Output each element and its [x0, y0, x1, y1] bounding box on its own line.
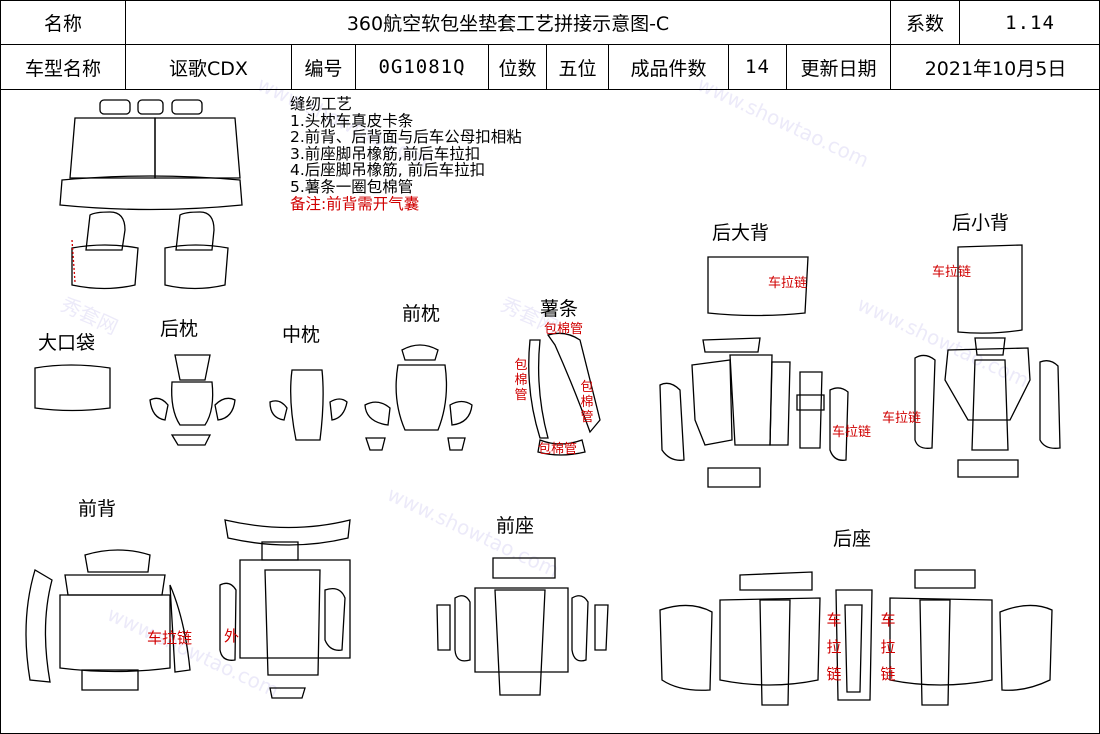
label-front-seat: 前座: [496, 515, 535, 537]
rear-big-back-pieces: [659, 256, 849, 488]
front-headrest-pieces: [364, 344, 473, 451]
model-value: 讴歌CDX: [125, 44, 292, 90]
label-front-back: 前背: [78, 498, 117, 520]
zipper-label: 车拉链: [882, 411, 922, 426]
diagram-title: 360航空软包坐垫套工艺拼接示意图-C: [124, 0, 892, 45]
model-label: 车型名称: [0, 44, 126, 90]
outer-label: 外: [224, 627, 240, 645]
label-big-pocket: 大口袋: [38, 332, 96, 354]
notes-remark: 备注:前背需开气囊: [290, 194, 420, 213]
note-item: 1.头枕车真皮卡条: [290, 111, 414, 130]
note-item: 5.薯条一圈包棉管: [290, 177, 414, 196]
rear-seat-pieces: [659, 569, 1053, 706]
note-item: 3.前座脚吊橡筋,前后车拉扣: [290, 144, 481, 163]
zipper-label: 车拉链: [147, 629, 193, 647]
zipper-label: 车拉链: [932, 265, 972, 280]
front-back-pieces: [25, 519, 351, 699]
zipper-label: 车拉链: [826, 611, 842, 683]
label-rear-small-back: 后小背: [952, 212, 1010, 234]
front-seat-pieces: [436, 557, 609, 696]
notes-title: 缝纫工艺: [290, 95, 353, 113]
label-rear-big-back: 后大背: [712, 222, 770, 244]
seat-overview-illustration: [59, 99, 243, 290]
middle-headrest-pieces: [269, 369, 348, 441]
note-item: 2.前背、后背面与后车公母扣相粘: [290, 128, 522, 147]
strip-pieces: [528, 332, 601, 456]
seats-value: 五位: [546, 44, 609, 90]
zipper-label: 车拉链: [880, 611, 896, 683]
rear-headrest-pieces: [149, 354, 236, 446]
update-value: 2021年10月5日: [890, 44, 1100, 90]
cotton-tube-label: 包棉管: [514, 358, 528, 403]
cotton-tube-label: 包棉管: [580, 380, 594, 425]
label-rear-seat: 后座: [833, 528, 872, 550]
note-item: 4.后座脚吊橡筋, 前后车拉扣: [290, 161, 486, 180]
code-value: 0G1081Q: [355, 44, 489, 90]
header-table: 名称 360航空软包坐垫套工艺拼接示意图-C 系数 1.14 车型名称 讴歌CD…: [0, 0, 1100, 90]
zipper-label: 车拉链: [768, 276, 808, 291]
big-pocket-piece: [34, 364, 111, 412]
cotton-tube-label: 包棉管: [544, 322, 584, 337]
label-mid-headrest: 中枕: [282, 324, 321, 346]
pieces-label: 成品件数: [608, 44, 729, 90]
label-front-headrest: 前枕: [402, 303, 441, 325]
rear-small-back-pieces: [914, 244, 1061, 478]
label-rear-headrest: 后枕: [160, 318, 199, 340]
zipper-label: 车拉链: [832, 425, 872, 440]
sewing-notes: 缝纫工艺 1.头枕车真皮卡条 2.前背、后背面与后车公母扣相粘 3.前座脚吊橡筋…: [290, 96, 522, 212]
label-strip: 薯条: [540, 298, 579, 320]
update-label: 更新日期: [785, 44, 892, 90]
seats-label: 位数: [488, 44, 547, 90]
pieces-value: 14: [728, 44, 787, 90]
cotton-tube-label: 包棉管: [538, 442, 578, 457]
